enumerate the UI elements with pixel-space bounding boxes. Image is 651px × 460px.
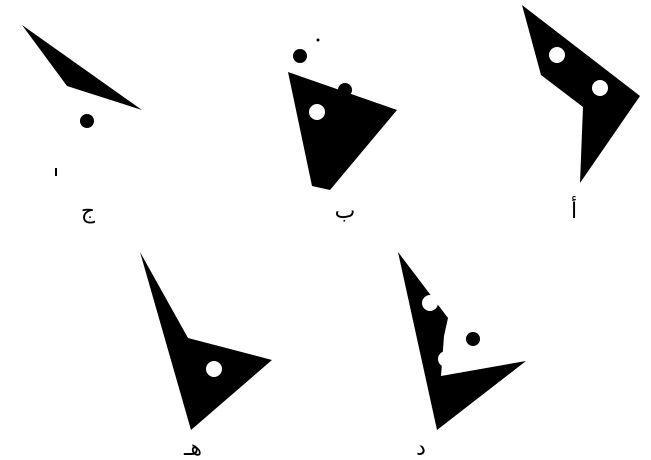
panel-d-hole-2 [438, 351, 454, 367]
panel-e: هـ [140, 252, 272, 460]
panel-d-triangle [398, 252, 526, 430]
panel-b-speck [317, 39, 320, 42]
panel-d-hole-1 [422, 295, 438, 311]
panel-d-label: د [416, 436, 426, 460]
panel-a-label: أ [571, 196, 577, 224]
panel-b-hole [309, 104, 325, 120]
panel-d: د [398, 252, 526, 460]
panel-c-dot [80, 114, 94, 128]
panel-b-dot-1 [293, 49, 307, 63]
panel-c-tick [55, 168, 57, 176]
panel-b: ب [288, 39, 397, 225]
panel-a: أ [522, 5, 640, 224]
panel-c-triangle [22, 25, 142, 110]
panel-e-hole [206, 361, 222, 377]
panel-c-label: ج [81, 199, 96, 224]
panel-a-triangle [522, 5, 640, 183]
panel-a-hole-2 [592, 80, 608, 96]
panel-b-label: ب [335, 199, 356, 224]
panel-d-dot [466, 332, 480, 346]
panel-b-dot-2 [338, 83, 352, 97]
panel-e-label: هـ [183, 436, 202, 460]
panel-e-triangle [140, 252, 272, 430]
panel-c: ج [22, 25, 142, 224]
panel-a-hole-3 [563, 104, 579, 120]
panel-a-hole-1 [549, 47, 565, 63]
